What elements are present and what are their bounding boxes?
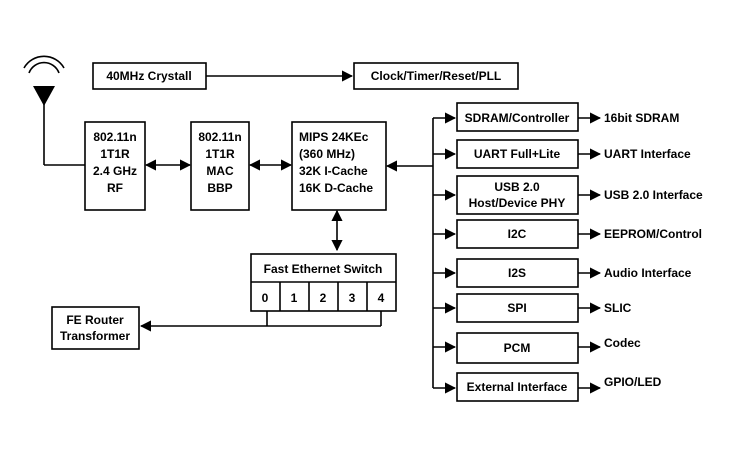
- clock-block: Clock/Timer/Reset/PLL: [353, 62, 519, 90]
- switch-port: 4: [378, 291, 385, 305]
- peripheral-row: SPI SLIC: [433, 293, 632, 323]
- switch-port: 3: [349, 291, 356, 305]
- cpu-line: 16K D-Cache: [299, 181, 373, 195]
- cpu-line: 32K I-Cache: [299, 164, 368, 178]
- cpu-block: MIPS 24KEc (360 MHz) 32K I-Cache 16K D-C…: [291, 121, 387, 211]
- peripheral-row: UART Full+Lite UART Interface: [433, 139, 691, 169]
- mac-line: 802.11n: [198, 130, 241, 144]
- peripheral-output-label: UART Interface: [604, 147, 691, 161]
- peripheral-block-label: USB 2.0: [494, 180, 540, 194]
- cpu-line: (360 MHz): [299, 147, 355, 161]
- peripheral-output-label: EEPROM/Control: [604, 227, 702, 241]
- peripheral-output-label: USB 2.0 Interface: [604, 188, 703, 202]
- switch-title: Fast Ethernet Switch: [264, 262, 383, 276]
- peripheral-output-label: GPIO/LED: [604, 375, 662, 389]
- rf-line: 2.4 GHz: [93, 164, 137, 178]
- peripheral-row: I2S Audio Interface: [433, 258, 692, 288]
- mac-line: 1T1R: [205, 147, 235, 161]
- fe-router-line: FE Router: [66, 313, 124, 327]
- peripheral-output-label: Audio Interface: [604, 266, 692, 280]
- ports-to-router-link: [139, 311, 382, 332]
- peripheral-block-label: SPI: [507, 301, 526, 315]
- peripheral-output-label: SLIC: [604, 301, 632, 315]
- clock-label: Clock/Timer/Reset/PLL: [371, 69, 502, 83]
- cpu-line: MIPS 24KEc: [299, 130, 369, 144]
- peripheral-block-label: I2C: [508, 227, 527, 241]
- peripheral-block-label: PCM: [504, 341, 531, 355]
- antenna-icon: [23, 55, 85, 166]
- crystal-label: 40MHz Crystall: [106, 69, 191, 83]
- peripheral-block-label: UART Full+Lite: [474, 147, 561, 161]
- switch-port: 0: [262, 291, 269, 305]
- peripheral-block-label: I2S: [508, 266, 526, 280]
- rf-line: 1T1R: [100, 147, 130, 161]
- switch-port: 1: [291, 291, 298, 305]
- peripheral-row: PCM Codec: [433, 332, 641, 364]
- rf-line: 802.11n: [93, 130, 136, 144]
- peripheral-row: SDRAM/Controller 16bit SDRAM: [433, 102, 679, 132]
- mac-line: MAC: [206, 164, 234, 178]
- peripheral-block-label: External Interface: [467, 380, 568, 394]
- peripheral-row: USB 2.0 Host/Device PHY USB 2.0 Interfac…: [433, 175, 703, 215]
- rf-block: 802.11n 1T1R 2.4 GHz RF: [84, 121, 146, 211]
- peripheral-block-label: Host/Device PHY: [469, 196, 566, 210]
- peripheral-output-label: Codec: [604, 336, 641, 350]
- switch-port: 2: [320, 291, 327, 305]
- ethernet-switch-block: Fast Ethernet Switch 0 1 2 3 4: [250, 253, 397, 312]
- mac-block: 802.11n 1T1R MAC BBP: [190, 121, 250, 211]
- peripheral-row: I2C EEPROM/Control: [433, 219, 702, 249]
- fe-router-line: Transformer: [60, 329, 130, 343]
- rf-line: RF: [107, 181, 123, 195]
- peripheral-block-label: SDRAM/Controller: [465, 111, 570, 125]
- peripheral-row: External Interface GPIO/LED: [433, 372, 662, 402]
- peripheral-output-label: 16bit SDRAM: [604, 111, 679, 125]
- mac-line: BBP: [207, 181, 232, 195]
- crystal-block: 40MHz Crystall: [92, 62, 207, 90]
- fe-router-block: FE Router Transformer: [51, 306, 140, 350]
